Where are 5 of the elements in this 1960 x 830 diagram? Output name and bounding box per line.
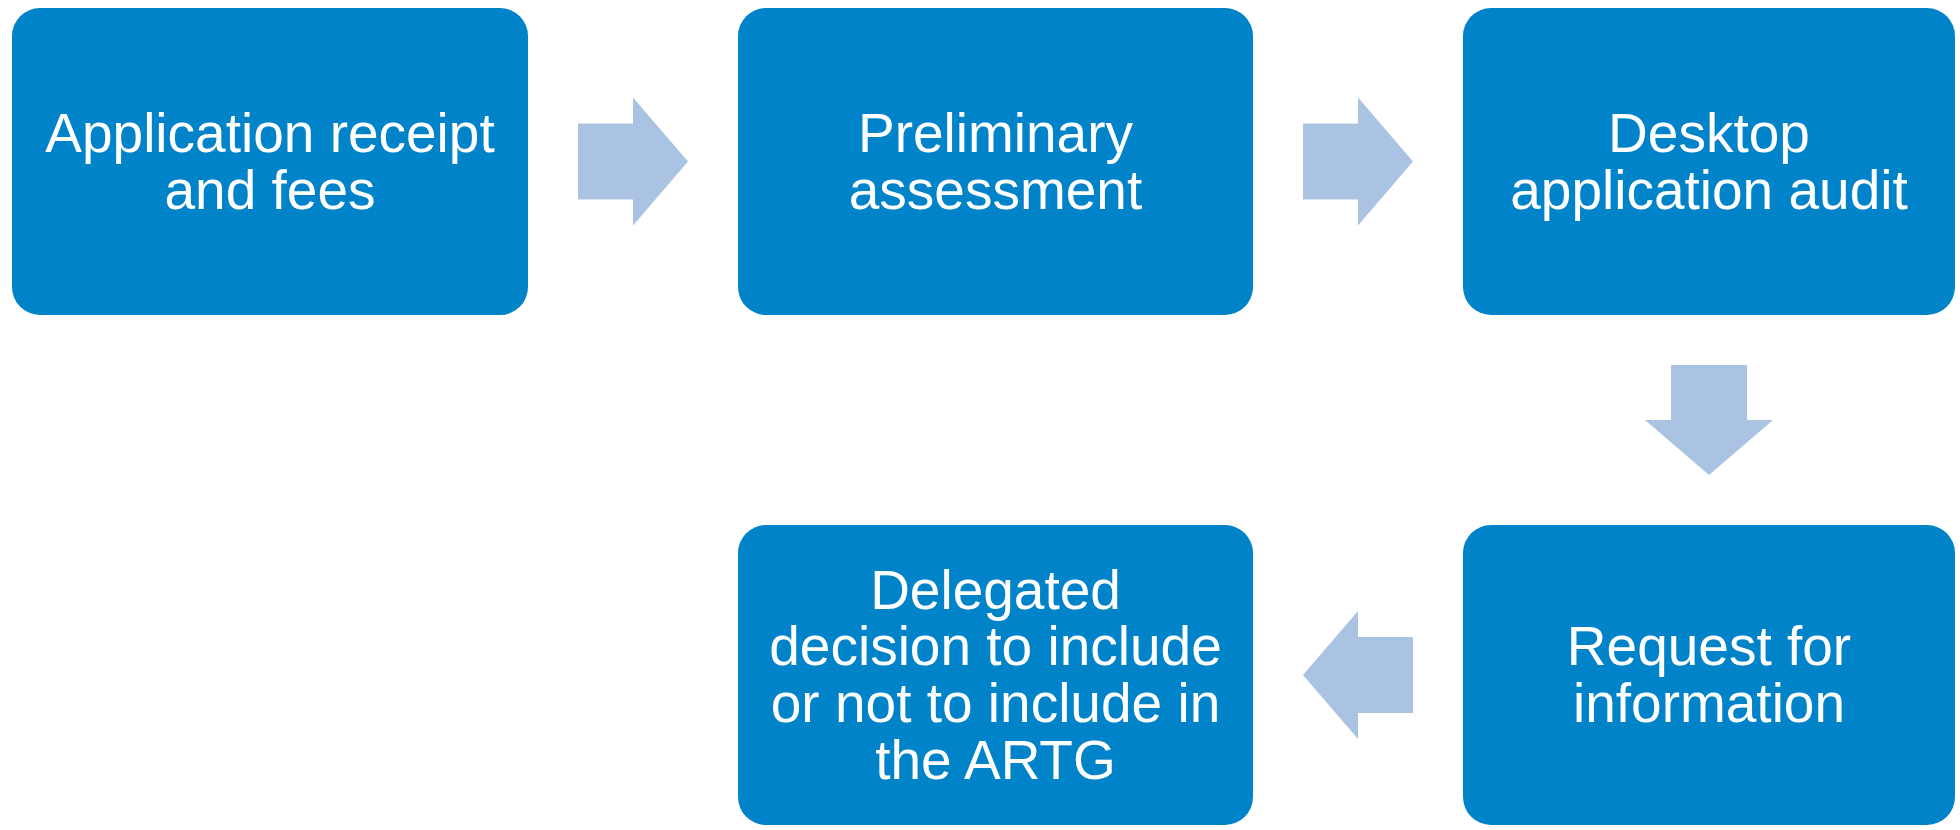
process-box: Request for information: [1463, 525, 1955, 825]
process-box: Desktop application audit: [1463, 8, 1955, 315]
process-box: Application receipt and fees: [12, 8, 528, 315]
process-box: Delegated decision to include or not to include in the ARTG: [738, 525, 1253, 825]
process-box: Preliminary assessment: [738, 8, 1253, 315]
